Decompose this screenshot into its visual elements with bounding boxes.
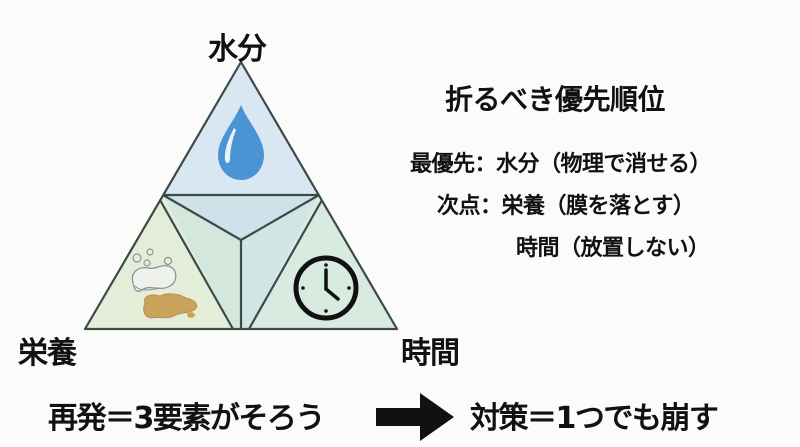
right-arrow-icon [376, 393, 454, 441]
priority-line-3: 時間（放置しない） [516, 230, 710, 262]
priority-value: 栄養（膜を落とす） [501, 194, 695, 219]
clock-icon [293, 255, 359, 321]
center-top-section [163, 195, 319, 240]
vertex-label-nutrition: 栄養 [18, 336, 77, 371]
priority-title: 折るべき優先順位 [445, 83, 666, 116]
footer-countermeasure-text: 対策＝1つでも崩す [470, 401, 719, 436]
water-drop-icon [218, 105, 264, 180]
vertex-label-water: 水分 [208, 32, 267, 67]
priority-value: 時間（放置しない） [516, 236, 710, 261]
priority-separator: ： [480, 194, 502, 219]
center-left-section [163, 195, 241, 329]
priority-line-2: 次点：栄養（膜を落とす） [437, 188, 695, 220]
left-section [85, 195, 233, 329]
soap-and-stain-icon [131, 248, 198, 319]
vertex-label-time: 時間 [401, 336, 460, 371]
priority-line-1: 最優先：水分（物理で消せる） [410, 146, 712, 178]
right-section [249, 195, 397, 329]
priority-label: 最優先 [410, 152, 475, 177]
priority-value: 水分（物理で消せる） [496, 152, 712, 177]
center-right-section [241, 195, 319, 329]
priority-label: 次点 [437, 194, 481, 219]
priority-separator: ： [474, 152, 497, 177]
footer-recurrence-text: 再発＝3要素がそろう [48, 401, 325, 436]
